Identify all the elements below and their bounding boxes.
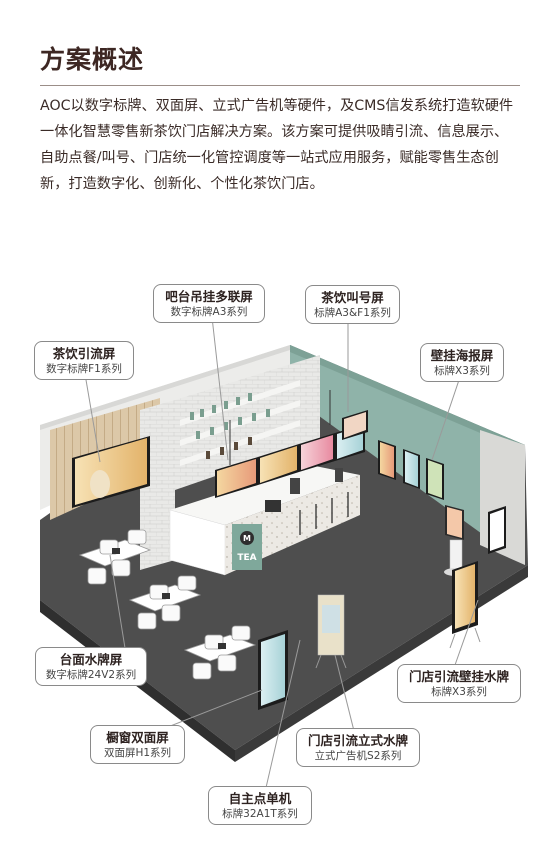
callout-subtitle: 数字标牌A3系列 (170, 306, 248, 318)
callout-wall-sign: 门店引流壁挂水牌 标牌X3系列 (397, 664, 521, 703)
callout-subtitle: 数字标牌F1系列 (46, 363, 122, 375)
callout-title: 壁挂海报屏 (430, 348, 494, 363)
table-sign-screens (112, 548, 226, 649)
store-3d-scene: M TEA (40, 316, 528, 793)
intro-paragraph: AOC以数字标牌、双面屏、立式广告机等硬件，及CMS信发系统打造软硬件一体化智慧… (40, 98, 514, 192)
wall-poster-screens (378, 440, 444, 500)
callout-subtitle: 标牌X3系列 (431, 686, 487, 698)
tea-logo-board (232, 524, 262, 570)
title-divider (40, 85, 520, 86)
callout-kiosk: 自主点单机 标牌32A1T系列 (208, 786, 312, 825)
callout-window-dual-screen: 橱窗双面屏 双面屏H1系列 (90, 725, 185, 764)
back-shelves (180, 380, 300, 466)
hanging-menu-screens (215, 390, 365, 498)
callout-title: 台面水牌屏 (59, 652, 123, 667)
self-order-kiosk (444, 505, 468, 576)
callout-title: 自主点单机 (228, 791, 292, 806)
callout-bar-hanging-screen: 吧台吊挂多联屏 数字标牌A3系列 (153, 284, 265, 323)
callout-title: 门店引流壁挂水牌 (408, 669, 509, 684)
callout-tea-drain-screen: 茶饮引流屏 数字标牌F1系列 (34, 341, 134, 380)
callout-subtitle: 标牌X3系列 (434, 365, 490, 377)
callout-stand-sign: 门店引流立式水牌 立式广告机S2系列 (296, 728, 420, 767)
callout-subtitle: 标牌32A1T系列 (222, 808, 298, 820)
store-illustration: M TEA (0, 255, 554, 867)
stand-sign-middle (315, 594, 347, 669)
callout-wall-poster-screen: 壁挂海报屏 标牌X3系列 (420, 343, 504, 382)
tea-logo-letter: M (243, 534, 251, 543)
bar-stools (299, 492, 349, 535)
callout-table-sign-screen: 台面水牌屏 数字标牌24V2系列 (35, 647, 147, 686)
callout-title: 橱窗双面屏 (106, 730, 169, 745)
callout-subtitle: 标牌A3&F1系列 (314, 307, 391, 319)
callout-title: 茶饮叫号屏 (321, 290, 384, 305)
window-double-screen (258, 630, 288, 710)
counter-top (170, 465, 360, 525)
callout-leaders (84, 316, 479, 793)
page-title: 方案概述 (40, 45, 145, 74)
callout-subtitle: 数字标牌24V2系列 (45, 669, 137, 681)
callout-subtitle: 双面屏H1系列 (103, 747, 172, 759)
callout-subtitle: 立式广告机S2系列 (314, 750, 402, 762)
stand-sign-right (449, 561, 481, 649)
callout-title: 吧台吊挂多联屏 (165, 289, 253, 304)
callout-title: 门店引流立式水牌 (307, 733, 408, 748)
callout-title: 茶饮引流屏 (52, 346, 116, 361)
tea-logo-text: TEA (237, 553, 256, 563)
callout-tea-call-screen: 茶饮叫号屏 标牌A3&F1系列 (305, 285, 400, 324)
